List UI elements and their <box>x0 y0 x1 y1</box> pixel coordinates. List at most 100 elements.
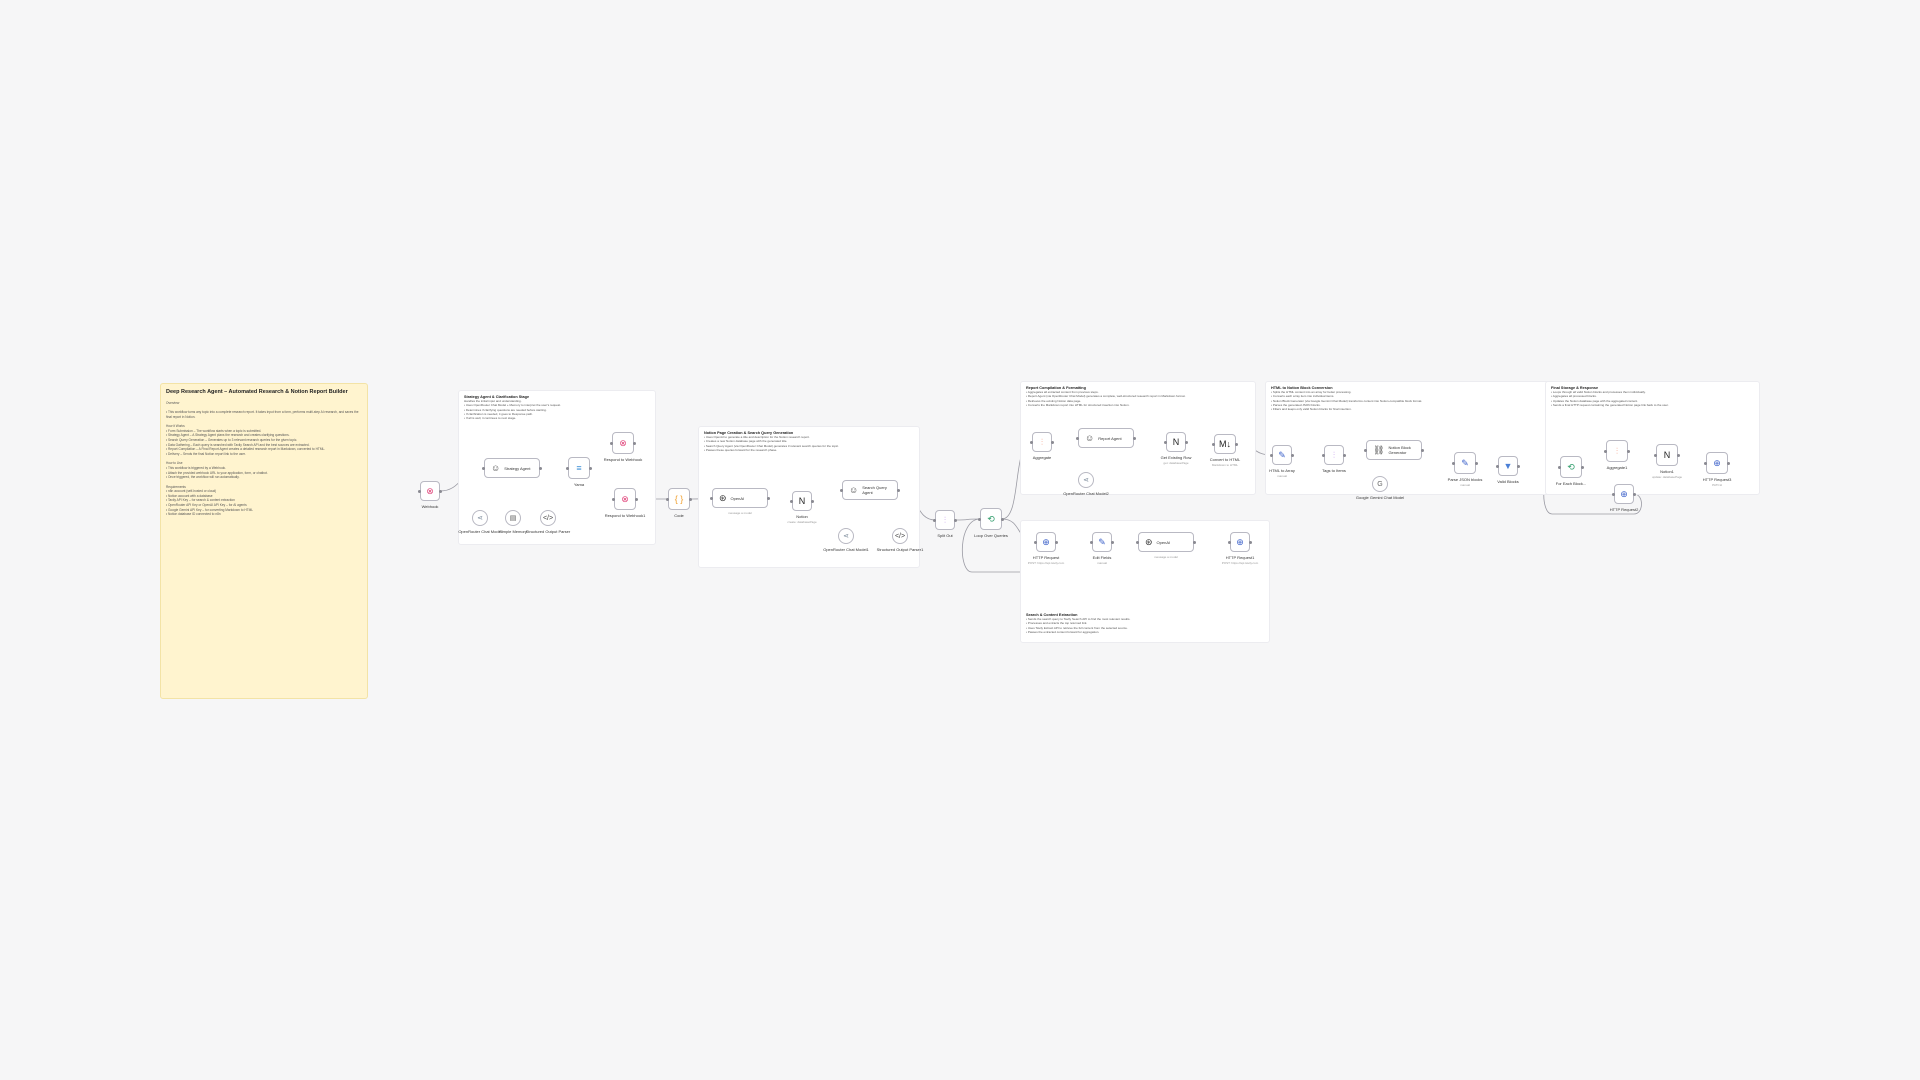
connection-port[interactable] <box>666 497 669 501</box>
connection-port[interactable] <box>1677 453 1680 457</box>
node-notion3[interactable]: N <box>1656 444 1678 466</box>
connection-port[interactable] <box>482 466 485 470</box>
connection-port[interactable] <box>1322 453 1325 457</box>
node-http4[interactable]: ⊕ <box>1706 452 1728 474</box>
connection-port[interactable] <box>539 466 542 470</box>
node-foreach[interactable]: ⟲ <box>1560 456 1582 478</box>
node-report[interactable]: ☺Report Agent <box>1078 428 1134 448</box>
connection-port[interactable] <box>1612 492 1615 496</box>
connection-port[interactable] <box>1654 453 1657 457</box>
connection-port[interactable] <box>1727 461 1730 465</box>
connection-port[interactable] <box>767 496 770 500</box>
node-label: Structured Output Parser <box>525 529 571 534</box>
connection-port[interactable] <box>1475 461 1478 465</box>
connection-port[interactable] <box>612 497 615 501</box>
connection-port[interactable] <box>978 517 981 521</box>
connection-port[interactable] <box>1185 440 1188 444</box>
node-h2a[interactable]: ✎ <box>1272 445 1292 465</box>
connection-port[interactable] <box>710 496 713 500</box>
connection-port[interactable] <box>933 518 936 522</box>
connection-port[interactable] <box>1517 464 1520 468</box>
connection-port[interactable] <box>790 499 793 503</box>
node-resp2[interactable]: ⊗ <box>614 488 636 510</box>
connection-port[interactable] <box>1627 449 1630 453</box>
node-md[interactable]: M↓ <box>1214 434 1236 454</box>
node-filter[interactable]: ▼ <box>1498 456 1518 476</box>
node-tti[interactable]: ⫶ <box>1324 445 1344 465</box>
connection-port[interactable] <box>954 518 957 522</box>
connection-port[interactable] <box>439 489 442 493</box>
node-parser2[interactable]: </> <box>892 528 908 544</box>
node-sq_agent[interactable]: ☺Search Query Agent <box>842 480 898 500</box>
connection-port[interactable] <box>1228 540 1231 544</box>
connection-port[interactable] <box>1030 440 1033 444</box>
connection-port[interactable] <box>1249 540 1252 544</box>
connection-port[interactable] <box>811 499 814 503</box>
node-resp1[interactable]: ⊗ <box>612 432 634 454</box>
node-label: HTTP Request2 <box>1609 507 1639 512</box>
connection-port[interactable] <box>1055 540 1058 544</box>
connection-port[interactable] <box>1090 540 1093 544</box>
connection-port[interactable] <box>689 497 692 501</box>
connection-port[interactable] <box>635 497 638 501</box>
connection-port[interactable] <box>1034 540 1037 544</box>
node-http3[interactable]: ⊕ <box>1614 484 1634 504</box>
connection-port[interactable] <box>840 488 843 492</box>
node-or2[interactable]: ⋖ <box>838 528 854 544</box>
node-loop[interactable]: ⟲ <box>980 508 1002 530</box>
globe-icon: ⊕ <box>1042 536 1050 547</box>
node-agg1[interactable]: ⫶ <box>1032 432 1052 452</box>
connection-port[interactable] <box>1343 453 1346 457</box>
connection-port[interactable] <box>1270 453 1273 457</box>
node-or1[interactable]: ⋖ <box>472 510 488 526</box>
node-http1[interactable]: ⊕ <box>1036 532 1056 552</box>
node-openai[interactable]: ⊛OpenAI <box>712 488 768 508</box>
node-notion1[interactable]: N <box>792 491 812 511</box>
node-http2[interactable]: ⊕ <box>1230 532 1250 552</box>
connection-port[interactable] <box>1558 465 1561 469</box>
connection-port[interactable] <box>566 466 569 470</box>
connection-port[interactable] <box>1212 442 1215 446</box>
connection-port[interactable] <box>1133 436 1136 440</box>
sticky-html-notion-title: HTML to Notion Block Conversion <box>1271 386 1333 390</box>
node-openai2[interactable]: ⊛OpenAI <box>1138 532 1194 552</box>
node-nbg[interactable]: ⛓Notion Block Generator <box>1366 440 1422 460</box>
node-mem[interactable]: ▤ <box>505 510 521 526</box>
notion-icon: N <box>1172 436 1180 447</box>
node-notion2[interactable]: N <box>1166 432 1186 452</box>
node-split[interactable]: ⫶ <box>935 510 955 530</box>
connection-port[interactable] <box>1111 540 1114 544</box>
connection-port[interactable] <box>1076 436 1079 440</box>
node-edit1[interactable]: ✎ <box>1092 532 1112 552</box>
connection-port[interactable] <box>589 466 592 470</box>
connection-port[interactable] <box>1581 465 1584 469</box>
connection-port[interactable] <box>1001 517 1004 521</box>
node-parser1[interactable]: </> <box>540 510 556 526</box>
connection-port[interactable] <box>1704 461 1707 465</box>
connection-port[interactable] <box>418 489 421 493</box>
connection-port[interactable] <box>1136 540 1139 544</box>
node-strategy[interactable]: ☺Strategy Agent <box>484 458 540 478</box>
connection-port[interactable] <box>1496 464 1499 468</box>
connection-port[interactable] <box>1235 442 1238 446</box>
connection-port[interactable] <box>897 488 900 492</box>
connection-port[interactable] <box>633 441 636 445</box>
node-webhook[interactable]: ⊗ <box>420 481 440 501</box>
node-code[interactable]: { } <box>668 488 690 510</box>
node-parse[interactable]: ✎ <box>1454 452 1476 474</box>
connection-port[interactable] <box>1291 453 1294 457</box>
node-gem[interactable]: G <box>1372 476 1388 492</box>
node-label: Notion <box>796 514 808 519</box>
connection-port[interactable] <box>1604 449 1607 453</box>
connection-port[interactable] <box>1051 440 1054 444</box>
connection-port[interactable] <box>1364 448 1367 452</box>
node-agg2[interactable]: ⫶ <box>1606 440 1628 462</box>
connection-port[interactable] <box>1452 461 1455 465</box>
node-set1[interactable]: ≡ <box>568 457 590 479</box>
connection-port[interactable] <box>1421 448 1424 452</box>
connection-port[interactable] <box>1164 440 1167 444</box>
connection-port[interactable] <box>1193 540 1196 544</box>
node-or3[interactable]: ⋖ <box>1078 472 1094 488</box>
connection-port[interactable] <box>1633 492 1636 496</box>
connection-port[interactable] <box>610 441 613 445</box>
